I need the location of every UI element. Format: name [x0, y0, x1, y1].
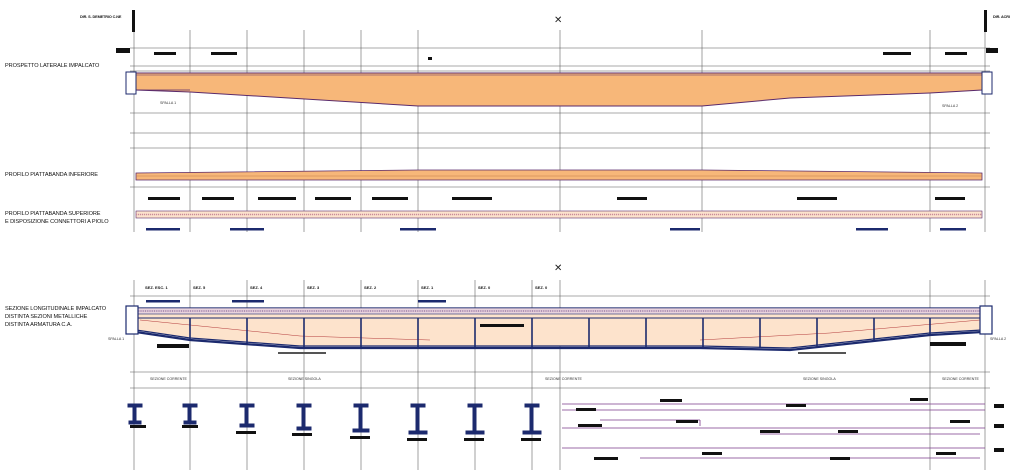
web-stiffeners [189, 318, 931, 348]
right-direction-label: DIR. ACRI [993, 15, 1010, 19]
section-title-top-flange-1: PROFILO PIATTABANDA SUPERIORE [5, 211, 101, 217]
section-title-longitudinal-3: DISTINTA ARMATURA C.A. [5, 322, 72, 328]
segment-label: SEZ. 0 [535, 285, 548, 290]
dimension-lines-elevation-low [130, 112, 990, 149]
dimension-lines-top [130, 47, 990, 72]
section-title-longitudinal-2: DISTINTA SEZIONI METALLICHE [5, 314, 88, 320]
segment-label: SEZ. 5 [193, 285, 206, 290]
deck-elevation [135, 72, 983, 107]
left-direction-marker [132, 10, 135, 32]
section-band-label: SEZIONE CORRENTE [150, 377, 187, 381]
section-title-bottom-flange: PROFILO PIATTABANDA INFERIORE [5, 172, 98, 178]
abutment-left-bottom [125, 305, 139, 335]
spalla1-top-label: SPALLA 1 [160, 101, 177, 105]
spalla2-bottom-label: SPALLA 2 [990, 337, 1007, 341]
segment-label: SEZ. 1 [421, 285, 434, 290]
segment-label: SEZ. ESC. 1 [145, 285, 168, 290]
crossed-arrows-icon: ✕ [554, 15, 563, 26]
top-label-bars [116, 48, 998, 60]
segment-label: SEZ. 4 [250, 285, 263, 290]
ibeam-sections [127, 403, 542, 441]
section-title-longitudinal-1: SEZIONE LONGITUDINALE IMPALCATO [5, 306, 107, 312]
segment-label: SEZ. 0 [478, 285, 491, 290]
reinforcement-lines [139, 319, 981, 341]
left-direction-label: DIR. S. DEMETRIO C.NE [80, 15, 122, 19]
section-band-label: SEZIONE SINGOLA [288, 377, 321, 381]
section-band-label: SEZIONE SINGOLA [803, 377, 836, 381]
abutment-left-top [125, 71, 137, 95]
bottom-label-bars [146, 300, 966, 354]
spalla1-bottom-label: SPALLA 1 [108, 337, 125, 341]
bottom-flange-profile [135, 169, 983, 181]
segment-label: SEZ. 2 [364, 285, 377, 290]
bottom-flange-curve [135, 330, 983, 352]
abutment-right-bottom [979, 305, 993, 335]
top-flange-bars [146, 228, 966, 231]
section-title-elevation: PROSPETTO LATERALE IMPALCATO [5, 63, 100, 69]
abutment-right-top [981, 71, 993, 95]
rebar-schedule-labels [576, 398, 1004, 460]
segment-label: SEZ. 3 [307, 285, 320, 290]
vertical-gridlines-top [133, 30, 986, 232]
spalla2-top-label: SPALLA 2 [942, 104, 959, 108]
section-band-label: SEZIONE CORRENTE [545, 377, 582, 381]
section-title-top-flange-2: E DISPOSIZIONE CONNETTORI A PIOLO [5, 219, 109, 225]
bottom-flange-bars [148, 197, 965, 200]
dimension-lines-bottom [130, 295, 990, 389]
right-direction-marker [984, 10, 987, 32]
crossed-arrows-icon: ✕ [554, 263, 563, 274]
section-band-label: SEZIONE CORRENTE [942, 377, 979, 381]
